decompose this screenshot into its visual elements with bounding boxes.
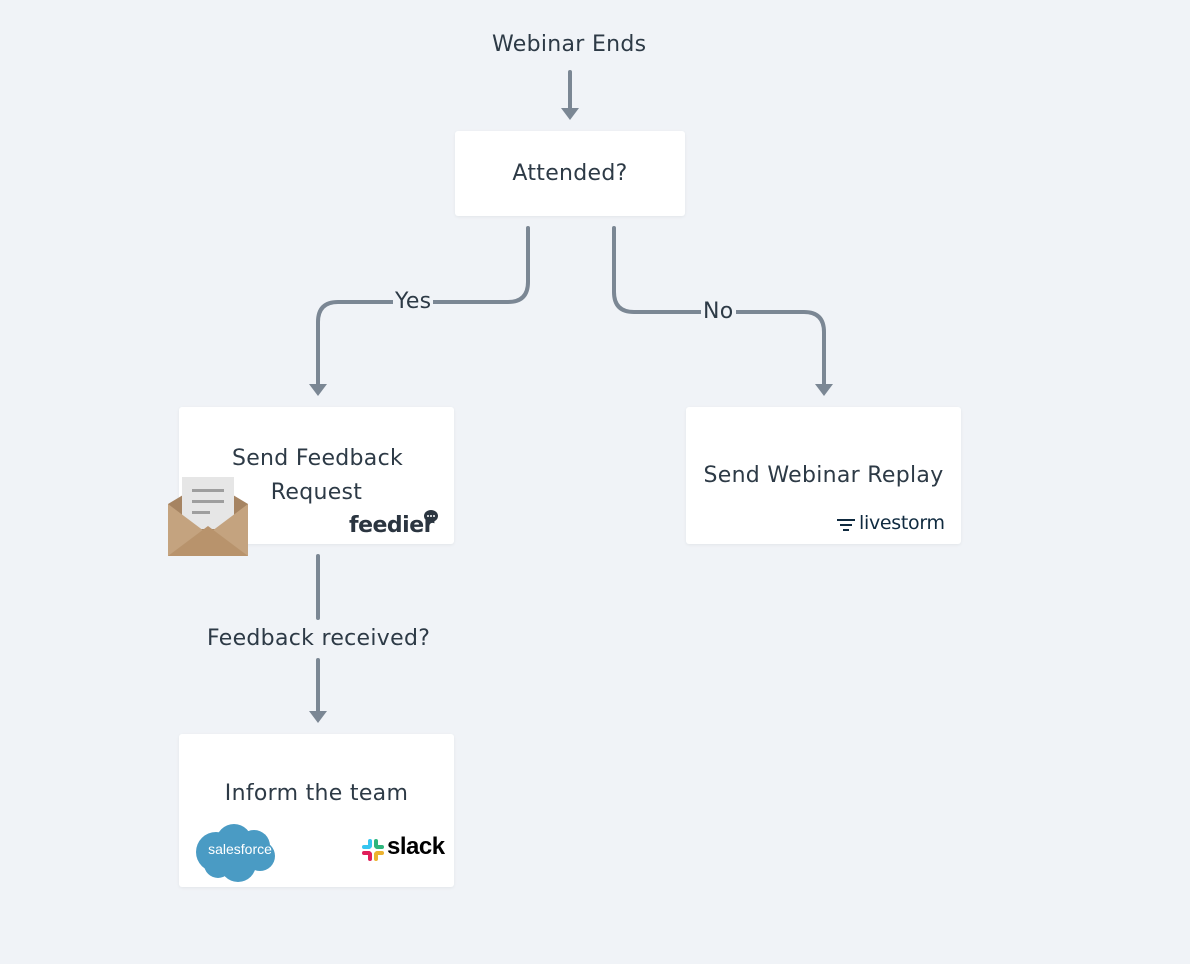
slack-logo: slack [387,833,445,860]
livestorm-logo: livestorm [859,512,945,534]
arrowhead-feedback [309,384,327,396]
decision-node[interactable]: Attended? [455,131,685,216]
feedback-received-label: Feedback received? [205,625,433,653]
start-label: Webinar Ends [490,31,649,59]
arrowhead-decision [561,108,579,120]
feedback-label-line1: Send Feedback [231,446,404,471]
replay-node[interactable]: Send Webinar Replay livestorm [686,407,961,544]
salesforce-logo: salesforce [208,841,272,857]
salesforce-cloud-icon [196,824,275,882]
decision-label: Attended? [512,161,628,186]
branch-yes-label: Yes [393,288,434,316]
arrowhead-inform [309,711,327,723]
feedback-label-line2: Request [270,480,363,505]
inform-label: Inform the team [224,781,409,806]
slack-hash-icon [362,839,384,861]
inform-node[interactable]: Inform the team salesforce slack [179,734,454,887]
branch-no-label: No [701,298,736,326]
livestorm-lines-icon [837,519,855,533]
feedier-logo: feedier [349,513,434,538]
replay-label: Send Webinar Replay [703,463,944,488]
envelope-icon [168,477,248,556]
arrowhead-replay [815,384,833,396]
feedier-chat-icon [424,510,438,522]
